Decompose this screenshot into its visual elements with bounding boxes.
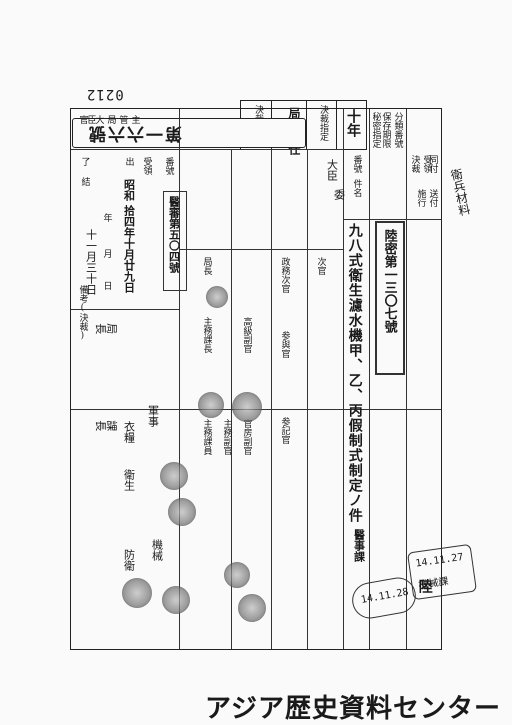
ink-stamp: [206, 286, 228, 308]
retention-value: 十年: [345, 109, 361, 137]
col-political-vice: 政務次官: [279, 257, 290, 293]
minister-label: 大臣: [325, 159, 339, 181]
right-bottom-label: 陸: [416, 579, 433, 593]
notes-label: 備考(決裁): [77, 285, 88, 341]
header-main: 主: [129, 115, 140, 124]
ink-stamp: [224, 562, 250, 588]
subject-number-label: 番號: [351, 155, 362, 173]
right-executed: 施行: [415, 189, 426, 207]
registration-stamp-text: 醫審第五〇四號: [167, 196, 181, 273]
header-kan2: 官: [77, 115, 88, 124]
row-concluded: 了: [79, 157, 90, 166]
grid-line: [71, 149, 343, 150]
role-machinery: 機械: [150, 539, 164, 561]
year-mark: 年: [101, 213, 112, 222]
col-main-adjutant: 主務副官: [221, 419, 232, 455]
ink-stamp: [162, 586, 190, 614]
role-defense: 防衛: [122, 549, 136, 571]
grid-line: [406, 109, 407, 649]
col-bureau: 局長: [201, 257, 212, 275]
date-stamp-2-text: 14.11.27: [414, 551, 465, 570]
date-stamp-text: 14.11.28: [360, 586, 410, 606]
vice-label: 委: [332, 189, 346, 200]
code-stamp-text: 陸密第一三〇七號: [381, 229, 397, 333]
subject-title: 九八式衛生濾水機甲、乙、丙假制式制定ノ件: [346, 223, 363, 523]
archive-footer: アジア歴史資料センター: [205, 694, 501, 724]
grid-line: [343, 219, 441, 220]
bureau-chief-label: 局長: [95, 321, 118, 335]
side-note: 衛兵材料: [448, 167, 472, 218]
grid-line: [369, 109, 370, 649]
right-received: 受領: [421, 155, 432, 173]
col-office-adjutant: 官房副官: [241, 419, 252, 455]
date-stamp-2: 14.11.27 機械課: [406, 543, 478, 601]
ink-stamp: [160, 462, 188, 490]
ink-stamp: [238, 594, 266, 622]
right-sent: 送付: [427, 189, 438, 207]
day-mark: 日: [101, 281, 112, 290]
decision-label-1: 決裁指定: [318, 105, 328, 141]
grid-line: [179, 249, 343, 250]
subject-name-label: 件名: [351, 179, 362, 197]
ink-stamp: [198, 392, 224, 418]
grid-line: [179, 109, 180, 649]
row-final: 結: [79, 177, 90, 186]
role-clothing: 衣糧: [122, 421, 136, 443]
section-chief-label: 課長: [95, 418, 118, 432]
registration-stamp: 醫審第五〇四號: [163, 191, 187, 291]
grid-line: [231, 149, 232, 649]
header-kyoku: 局: [105, 115, 116, 124]
date-stamp-2-org: 機械課: [417, 576, 450, 592]
header-kan: 管: [117, 115, 128, 124]
row-issued: 出: [123, 157, 134, 166]
code-stamp: 陸密第一三〇七號: [375, 221, 405, 375]
header-shin: 臣: [85, 115, 96, 124]
grid-line: [307, 149, 308, 649]
col-secretary: 参記官: [279, 417, 290, 444]
col-senior-adjutant: 高級副官: [241, 317, 252, 353]
role-hygiene: 衛生: [122, 469, 136, 491]
header-dai: 大: [93, 115, 104, 124]
col-main-staff: 主務課員: [201, 419, 212, 455]
grid-line: [71, 309, 179, 310]
grid-line: [71, 409, 179, 410]
page-number: 0212: [86, 86, 124, 102]
col-main-chief: 主務課長: [201, 317, 212, 353]
grid-line: [343, 409, 441, 410]
form-grid: 主 管 局 大 臣 官 番號 受領 出 了 結 昭和 拾四年十月廿九日 年 月 …: [70, 108, 442, 650]
col-vice-minister: 次官: [315, 257, 326, 275]
col-councilor: 参與官: [279, 331, 290, 358]
secret-label: 秘密指定: [370, 112, 381, 148]
role-military: 軍事: [146, 405, 160, 427]
handwritten-date: 十一月三十日: [84, 229, 98, 295]
era-label: 昭和: [122, 179, 136, 201]
ink-stamp: [122, 578, 152, 608]
right-attached: 同付: [427, 155, 438, 173]
header-band: 第一六六號: [72, 118, 306, 148]
month-mark: 月: [101, 249, 112, 258]
grid-line: [271, 149, 272, 649]
row-number: 番號: [163, 157, 174, 175]
classification-label: 分類番號: [392, 112, 403, 148]
grid-line: [343, 109, 344, 649]
row-received: 受領: [141, 157, 152, 175]
date-text: 拾四年十月廿九日: [122, 205, 136, 293]
ink-stamp: [232, 392, 262, 422]
retention-label: 保存期限: [380, 112, 391, 148]
right-decision: 決裁: [409, 155, 420, 173]
subject-dept-stamp: 醫事課: [352, 529, 366, 562]
ink-stamp: [168, 498, 196, 526]
